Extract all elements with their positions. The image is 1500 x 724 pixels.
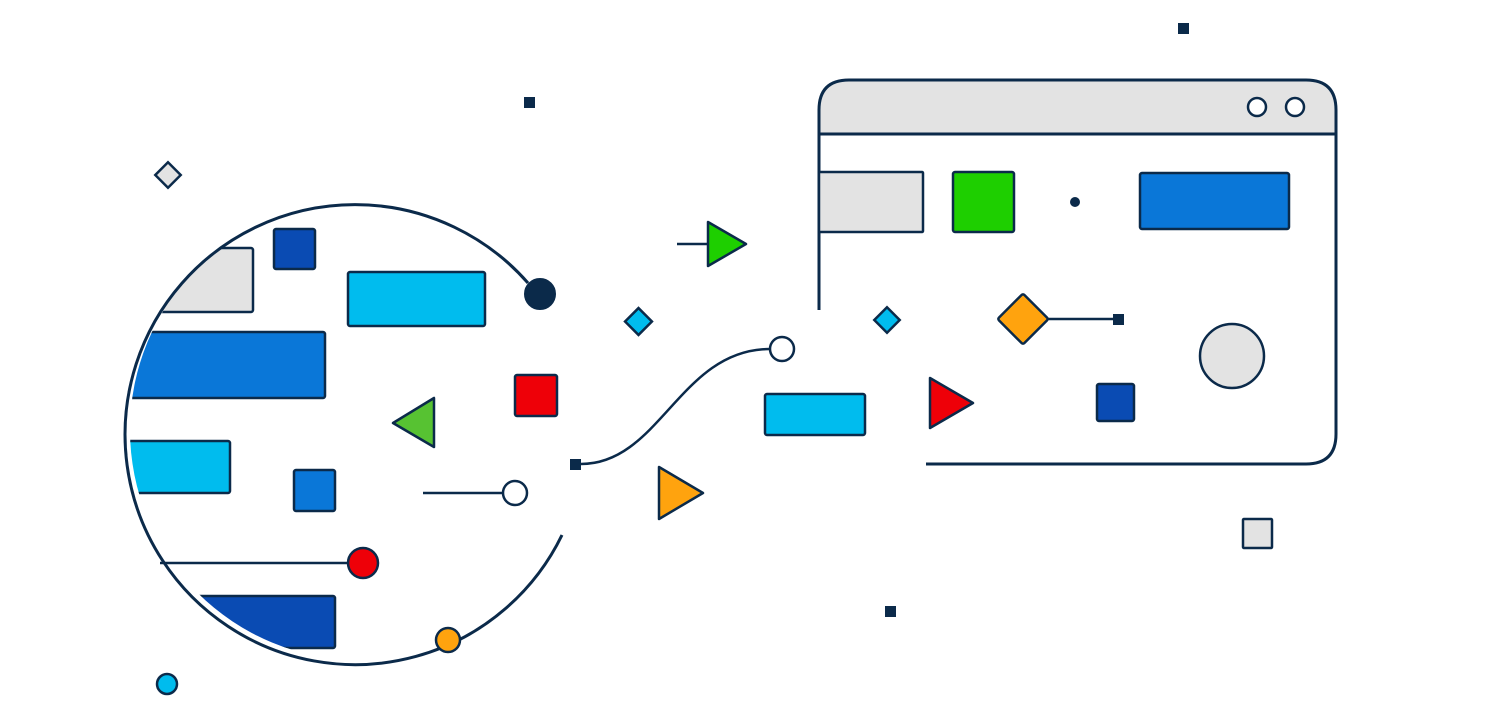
gray-diamond-icon bbox=[153, 160, 183, 190]
orange-diamond-icon bbox=[997, 293, 1049, 345]
cyan-bar-outline bbox=[130, 439, 232, 495]
open-circle-node-icon bbox=[501, 479, 529, 507]
scattered-decorations bbox=[153, 23, 1274, 696]
data-circle-group bbox=[123, 203, 564, 667]
blue-square bbox=[292, 468, 337, 513]
cyan-rectangle-small bbox=[763, 392, 867, 437]
green-play-triangle-icon bbox=[706, 220, 748, 268]
small-square-icon bbox=[1178, 23, 1189, 34]
dark-blue-bar bbox=[130, 596, 335, 648]
green-content-square bbox=[951, 170, 1016, 234]
cyan-dot-icon bbox=[155, 672, 179, 696]
red-circle-node-icon bbox=[346, 546, 380, 580]
gray-outline-square-icon bbox=[1241, 517, 1274, 550]
browser-window-icon bbox=[817, 78, 1338, 466]
orange-circle-node-icon bbox=[434, 626, 462, 654]
curve-end-circle-icon bbox=[768, 335, 796, 363]
cyan-diamond-icon bbox=[623, 306, 654, 337]
blue-bar-outline bbox=[130, 330, 327, 400]
dark-blue-content-square bbox=[1095, 382, 1136, 423]
curve-start-square-icon bbox=[570, 459, 581, 470]
circle-outline-arc bbox=[123, 203, 564, 667]
circle-contents bbox=[130, 248, 335, 648]
blue-content-bar bbox=[1138, 171, 1291, 231]
browser-title-bar bbox=[819, 80, 1336, 134]
green-left-triangle-icon bbox=[391, 396, 436, 449]
orange-play-triangle-icon bbox=[657, 465, 705, 521]
s-curve-connector bbox=[580, 347, 771, 466]
cyan-rectangle bbox=[346, 270, 487, 328]
connector-end-square-icon bbox=[1113, 314, 1124, 325]
window-control-2-icon[interactable] bbox=[1284, 96, 1306, 118]
navy-circle-node-icon bbox=[524, 278, 556, 310]
small-dot-icon bbox=[1070, 197, 1080, 207]
cyan-diamond-small-icon bbox=[872, 305, 902, 335]
browser-frame bbox=[817, 78, 1338, 466]
small-square-icon bbox=[885, 606, 896, 617]
gray-bar bbox=[130, 248, 253, 312]
gray-content-block bbox=[817, 170, 925, 234]
window-control-1-icon[interactable] bbox=[1246, 96, 1268, 118]
red-square bbox=[513, 373, 559, 418]
red-play-triangle-icon bbox=[928, 376, 975, 430]
gray-circle-icon bbox=[1198, 322, 1266, 390]
middle-shapes bbox=[513, 220, 867, 521]
cyan-bar bbox=[130, 441, 230, 493]
blue-bar-large bbox=[130, 332, 325, 398]
small-square-icon bbox=[524, 97, 535, 108]
dark-blue-square bbox=[272, 227, 317, 271]
